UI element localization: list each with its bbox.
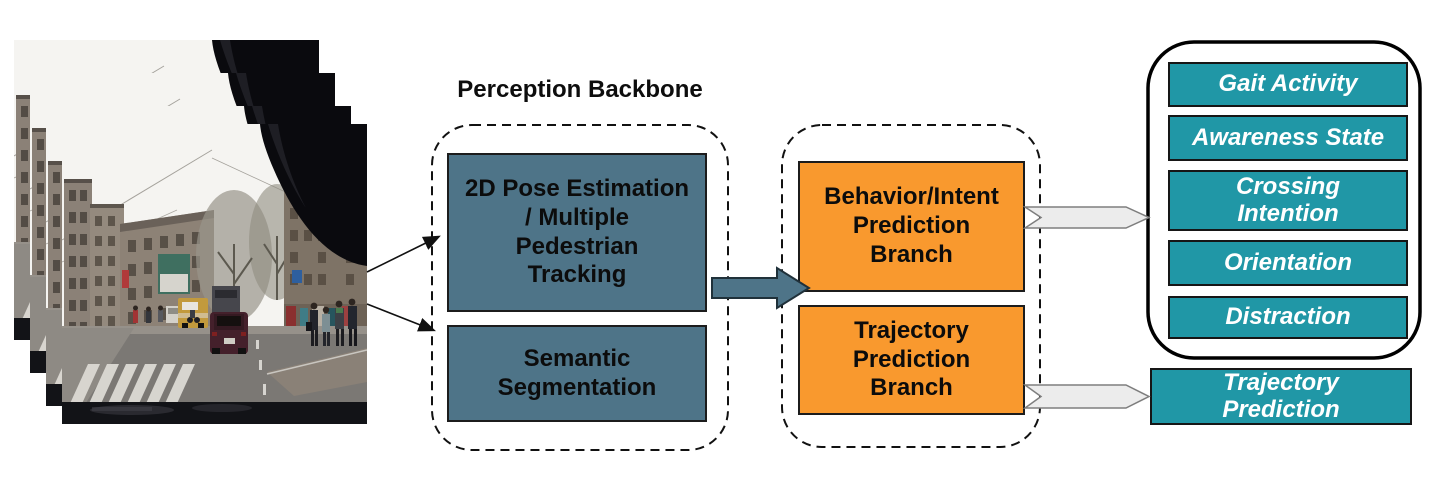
orientation-output: Orientation (1168, 240, 1408, 286)
behavior-intent-branch-label: Behavior/Intent Prediction Branch (824, 183, 999, 268)
awareness-state-label: Awareness State (1191, 123, 1385, 151)
frames-to-pose-arrow (366, 235, 441, 273)
trajectory-to-output-arrow (1022, 384, 1151, 409)
trajectory-branch-box: Trajectory Prediction Branch (798, 305, 1025, 415)
awareness-state-output: Awareness State (1168, 115, 1408, 161)
semantic-segmentation-box: Semantic Segmentation (447, 325, 707, 422)
pose-estimation-tracking-label: 2D Pose Estimation / Multiple Pedestrian… (464, 174, 690, 289)
trajectory-prediction-output: Trajectory Prediction (1150, 368, 1412, 425)
crossing-intention-output: Crossing Intention (1168, 170, 1408, 231)
orientation-label: Orientation (1223, 248, 1352, 276)
behavior-intent-branch-box: Behavior/Intent Prediction Branch (798, 161, 1025, 292)
gait-activity-label: Gait Activity (1218, 70, 1358, 98)
perception-backbone-title: Perception Backbone (457, 76, 703, 103)
gait-activity-output: Gait Activity (1168, 62, 1408, 107)
dashcam-frames-image (14, 40, 367, 425)
backbone-to-prediction-arrow (711, 266, 811, 310)
trajectory-prediction-label: Trajectory Prediction (1222, 368, 1340, 423)
crossing-intention-label: Crossing Intention (1235, 172, 1340, 227)
trajectory-branch-label: Trajectory Prediction Branch (852, 316, 971, 402)
semantic-segmentation-label: Semantic Segmentation (497, 344, 657, 401)
dashcam-frame-4 (61, 123, 367, 425)
behavior-to-outputs-arrow (1022, 206, 1151, 229)
frames-to-segmentation-arrow (366, 303, 436, 332)
distraction-label: Distraction (1225, 303, 1351, 331)
pose-estimation-tracking-box: 2D Pose Estimation / Multiple Pedestrian… (447, 153, 707, 312)
distraction-output: Distraction (1168, 296, 1408, 339)
